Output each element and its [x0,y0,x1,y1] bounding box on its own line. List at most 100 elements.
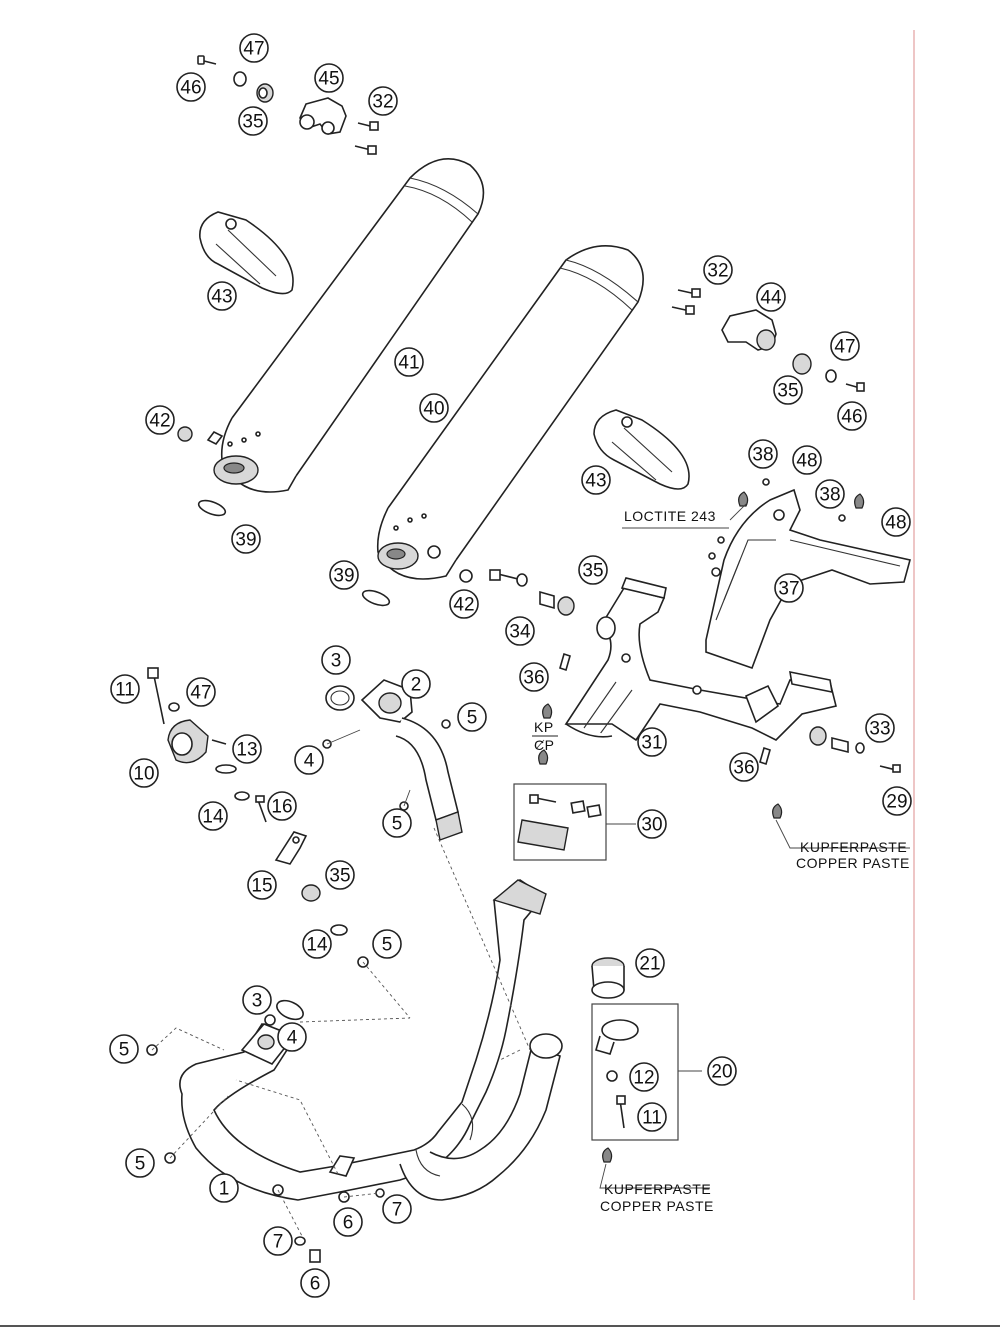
callout-number: 16 [271,797,292,818]
callout-number: 37 [778,579,799,600]
callout-number: 3 [252,991,263,1012]
callout-number: 48 [885,513,906,534]
callout-circle [729,752,759,782]
hanger-left [199,211,294,295]
callout-10: 10 [129,758,159,788]
callout-5: 5 [457,702,487,732]
callout-47: 47 [830,331,860,361]
callout-number: 32 [707,261,728,282]
callout-circle [815,479,845,509]
callout-number: 6 [310,1274,321,1295]
callout-circle [209,1173,239,1203]
callout-circle [635,948,665,978]
callout-48: 48 [792,445,822,475]
y-pipe-31 [564,577,837,742]
callout-number: 31 [641,733,662,754]
ring-42-right [459,569,473,583]
callout-number: 15 [251,876,272,897]
callout-number: 36 [733,758,754,779]
bracket-group-right [671,288,865,392]
drop-38a [738,491,749,507]
drop-38b [854,493,865,509]
callout-35: 35 [773,375,803,405]
callout-circle [401,669,431,699]
washer-14 [330,924,348,936]
callout-circle [792,445,822,475]
callout-3: 3 [242,985,272,1015]
callout-39: 39 [231,524,261,554]
callout-5: 5 [382,808,412,838]
callout-number: 43 [585,471,606,492]
callout-circle [519,662,549,692]
callout-number: 5 [467,708,478,729]
callout-number: 3 [331,651,342,672]
callout-number: 10 [133,764,154,785]
callout-circle [865,713,895,743]
callout-16: 16 [267,791,297,821]
kupferpaste-upper-label: KUPFERPASTE [800,839,907,855]
rubber-33-group [809,726,901,773]
copper-paste-lower-label: COPPER PASTE [600,1198,714,1214]
callout-number: 1 [219,1179,230,1200]
callout-circle [581,465,611,495]
callout-43: 43 [207,281,237,311]
gasket-3-low [276,999,304,1021]
kp-label: KP [534,719,554,735]
callout-14: 14 [198,801,228,831]
washer-7-left [294,1236,306,1246]
paste-drop-c [772,803,783,819]
callout-circle [457,702,487,732]
callout-number: 36 [523,668,544,689]
callout-circle [756,282,786,312]
callout-38: 38 [815,479,845,509]
callout-7: 7 [382,1194,412,1224]
callout-number: 38 [819,485,840,506]
callout-circle [109,1034,139,1064]
callout-number: 46 [180,78,201,99]
callout-number: 34 [509,622,531,643]
callout-43: 43 [581,465,611,495]
callout-number: 5 [392,814,403,835]
callout-circle [830,331,860,361]
callout-circle [263,1226,293,1256]
callout-circle [881,507,911,537]
callout-number: 5 [135,1154,146,1175]
callout-circle [329,560,359,590]
callout-38: 38 [748,439,778,469]
callout-number: 5 [382,935,393,956]
callout-35: 35 [238,106,268,136]
callout-circle [333,1207,363,1237]
callout-32: 32 [703,255,733,285]
clamp-10-group [147,667,267,823]
callout-circle [372,929,402,959]
hanger-right [593,409,690,490]
callout-number: 38 [752,445,773,466]
callout-circle [382,808,412,838]
callout-number: 30 [641,815,662,836]
callout-number: 40 [423,399,444,420]
callout-number: 20 [711,1062,732,1083]
washer-48a [762,478,770,486]
callout-circle [247,870,277,900]
callout-4: 4 [277,1022,307,1052]
callout-42: 42 [449,589,479,619]
callout-circle [186,677,216,707]
callout-circle [277,1022,307,1052]
paste-drop-a [542,703,553,719]
cp-label: CP [534,737,554,753]
callout-circle [707,1056,737,1086]
callout-number: 35 [777,381,798,402]
ring-42-left [177,426,193,442]
callout-number: 32 [372,92,393,113]
callout-number: 46 [841,407,862,428]
callout-37: 37 [774,573,804,603]
callout-circle [703,255,733,285]
callout-number: 35 [329,866,350,887]
callout-circle [882,786,912,816]
callout-30: 30 [637,809,667,839]
callout-circle [637,727,667,757]
kit-box-30 [513,783,636,861]
callout-circle [321,645,351,675]
